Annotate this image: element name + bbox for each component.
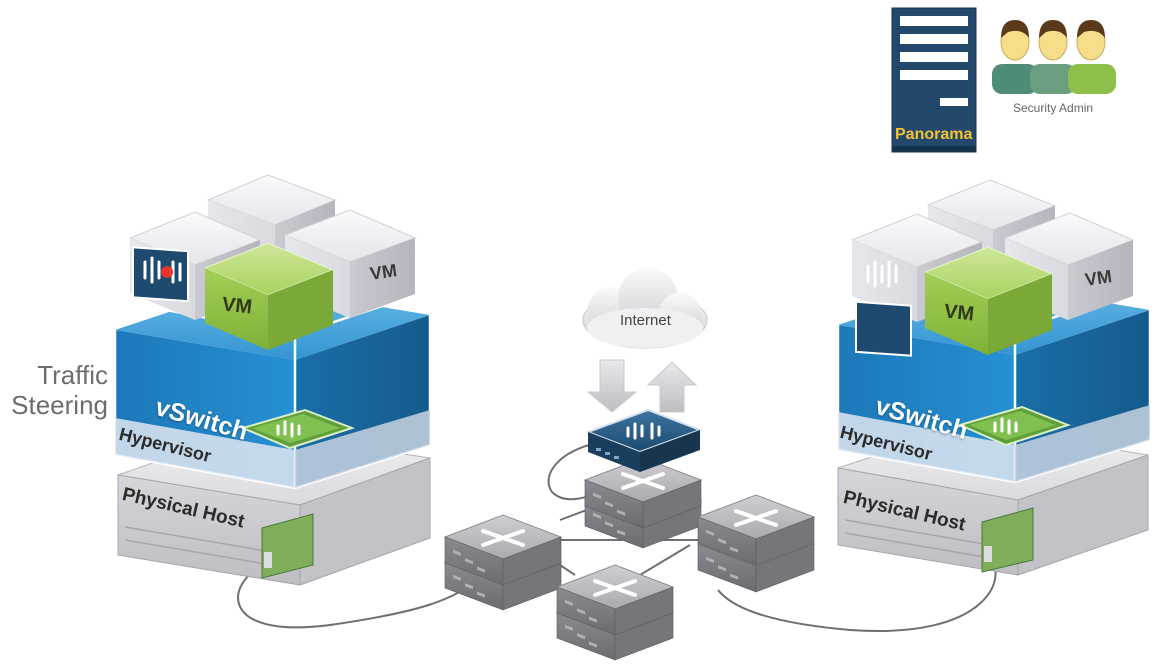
internet-label: Internet [620, 312, 671, 329]
switch-stack-bottom [555, 563, 675, 662]
user-avatar-icon [1030, 20, 1076, 94]
traffic-label-line: Traffic [37, 360, 108, 390]
steering-label-line: Steering [11, 390, 108, 420]
vswitch-firewall-card-icon [240, 408, 356, 450]
green-vm-left [203, 242, 335, 350]
traffic-steering-label: Traffic Steering [0, 360, 108, 420]
switch-stack-center [583, 456, 703, 550]
palo-alto-logo-icon [855, 260, 912, 357]
green-vm-right [923, 246, 1054, 355]
vm-label-green-left: VM [220, 293, 254, 319]
vswitch-firewall-card-icon [957, 405, 1071, 447]
switch-stack-right [696, 493, 816, 594]
vm-label-grey-left: VM [368, 260, 399, 284]
download-arrow-icon [586, 359, 638, 413]
vm-label-grey-right: VM [1083, 266, 1114, 290]
user-avatar-icon [992, 20, 1038, 94]
palo-alto-logo-icon [132, 246, 189, 303]
panorama-label: Panorama [895, 126, 973, 143]
right-server-stack [833, 179, 1152, 576]
left-server-stack [110, 174, 435, 586]
security-admin-users-icon [992, 20, 1116, 94]
upload-arrow-icon [646, 361, 698, 413]
cloud-icon [582, 268, 708, 349]
perimeter-firewall [585, 408, 703, 472]
security-admin-label: Security Admin [1013, 101, 1094, 115]
alert-dot-icon [161, 266, 173, 278]
panorama-server-icon [891, 7, 977, 153]
vm-label-green-right: VM [942, 300, 976, 326]
user-avatar-icon [1068, 20, 1116, 94]
switch-stack-left [443, 513, 563, 612]
